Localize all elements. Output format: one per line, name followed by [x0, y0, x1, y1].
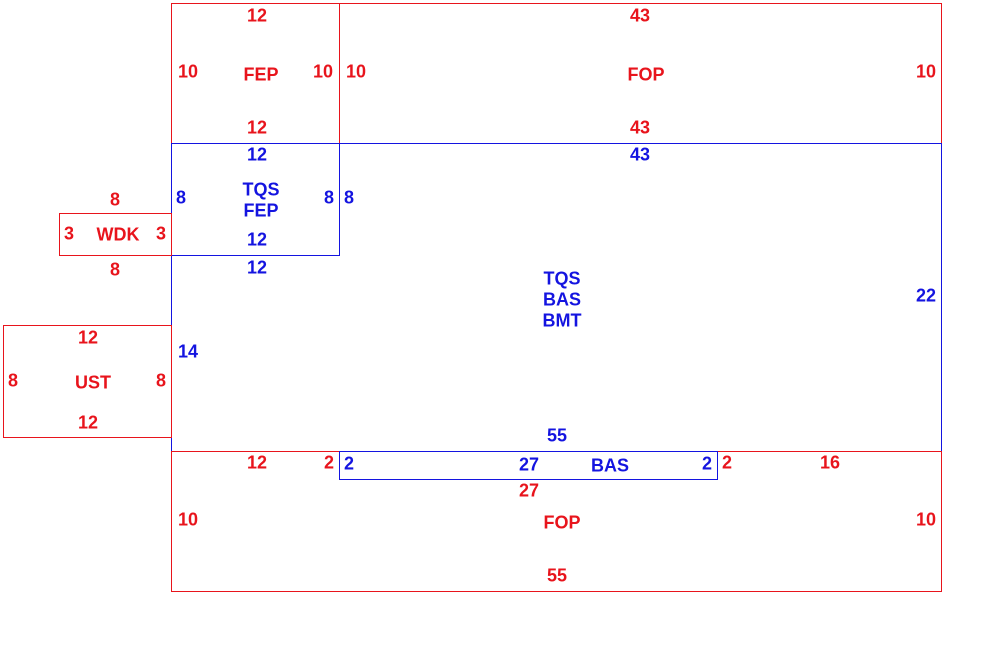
fop-top-dim-bottom: 43	[629, 117, 651, 138]
wdk-dim-left: 3	[63, 223, 75, 244]
wdk-label: WDK	[96, 224, 140, 245]
bas-dim-top: 27	[518, 454, 540, 475]
tqs-fep-dim-bottom: 12	[246, 229, 268, 250]
fop-bottom-dim-left: 10	[177, 509, 199, 530]
tqs-fep-label-2: FEP	[243, 200, 279, 221]
tqs-bas-bmt-dim-right: 22	[915, 285, 937, 306]
bas-dim-right: 2	[701, 453, 713, 474]
bas-label: BAS	[590, 455, 630, 476]
bas-box	[339, 451, 718, 480]
ust-dim-top: 12	[77, 327, 99, 348]
tqs-fep-dim-left: 8	[175, 187, 187, 208]
ust-label: UST	[75, 372, 111, 393]
ust-dim-bottom: 12	[77, 412, 99, 433]
tqs-bas-bmt-label-1: TQS	[543, 268, 581, 289]
bas-dim-left: 2	[343, 453, 355, 474]
ust-dim-left: 8	[7, 370, 19, 391]
tqs-bas-bmt-dim-inner-top: 12	[246, 257, 268, 278]
tqs-fep-dim-top: 12	[246, 144, 268, 165]
fop-top-label: FOP	[627, 64, 665, 85]
fop-bottom-dim-top-left: 12	[246, 452, 268, 473]
tqs-bas-bmt-dim-bottom: 55	[546, 425, 568, 446]
tqs-bas-bmt-dim-left-upper: 8	[343, 187, 355, 208]
fep-top-dim-right: 10	[312, 61, 334, 82]
fop-top-dim-top: 43	[629, 5, 651, 26]
wdk-dim-bottom: 8	[109, 259, 121, 280]
tqs-bas-bmt-dim-left-lower: 14	[177, 341, 199, 362]
fop-top-dim-left: 10	[345, 61, 367, 82]
wdk-dim-top: 8	[109, 189, 121, 210]
tqs-fep-label-1: TQS	[242, 179, 280, 200]
tqs-bas-bmt-label-3: BMT	[542, 310, 582, 331]
fep-top-label: FEP	[243, 64, 279, 85]
fop-bottom-dim-top-right-gap: 2	[721, 452, 733, 473]
tqs-fep-dim-right: 8	[323, 187, 335, 208]
fop-bottom-dim-top-left-gap: 2	[323, 452, 335, 473]
wdk-dim-right: 3	[155, 223, 167, 244]
fep-top-dim-bottom: 12	[246, 117, 268, 138]
wdk-box	[59, 213, 172, 256]
fop-top-dim-right: 10	[915, 61, 937, 82]
fop-bottom-dim-bottom: 55	[546, 565, 568, 586]
fop-bottom-dim-right: 10	[915, 509, 937, 530]
ust-box	[3, 325, 172, 438]
fop-bottom-label: FOP	[543, 512, 581, 533]
tqs-bas-bmt-label-2: BAS	[542, 289, 582, 310]
tqs-fep-divider-vertical	[339, 143, 340, 256]
fep-top-dim-left: 10	[177, 61, 199, 82]
tqs-fep-divider-horizontal	[171, 255, 340, 256]
ust-dim-right: 8	[155, 370, 167, 391]
fop-bottom-dim-bas-under: 27	[518, 480, 540, 501]
fop-bottom-dim-top-right: 16	[819, 452, 841, 473]
tqs-bas-bmt-dim-top: 43	[629, 144, 651, 165]
fep-top-dim-top: 12	[246, 5, 268, 26]
